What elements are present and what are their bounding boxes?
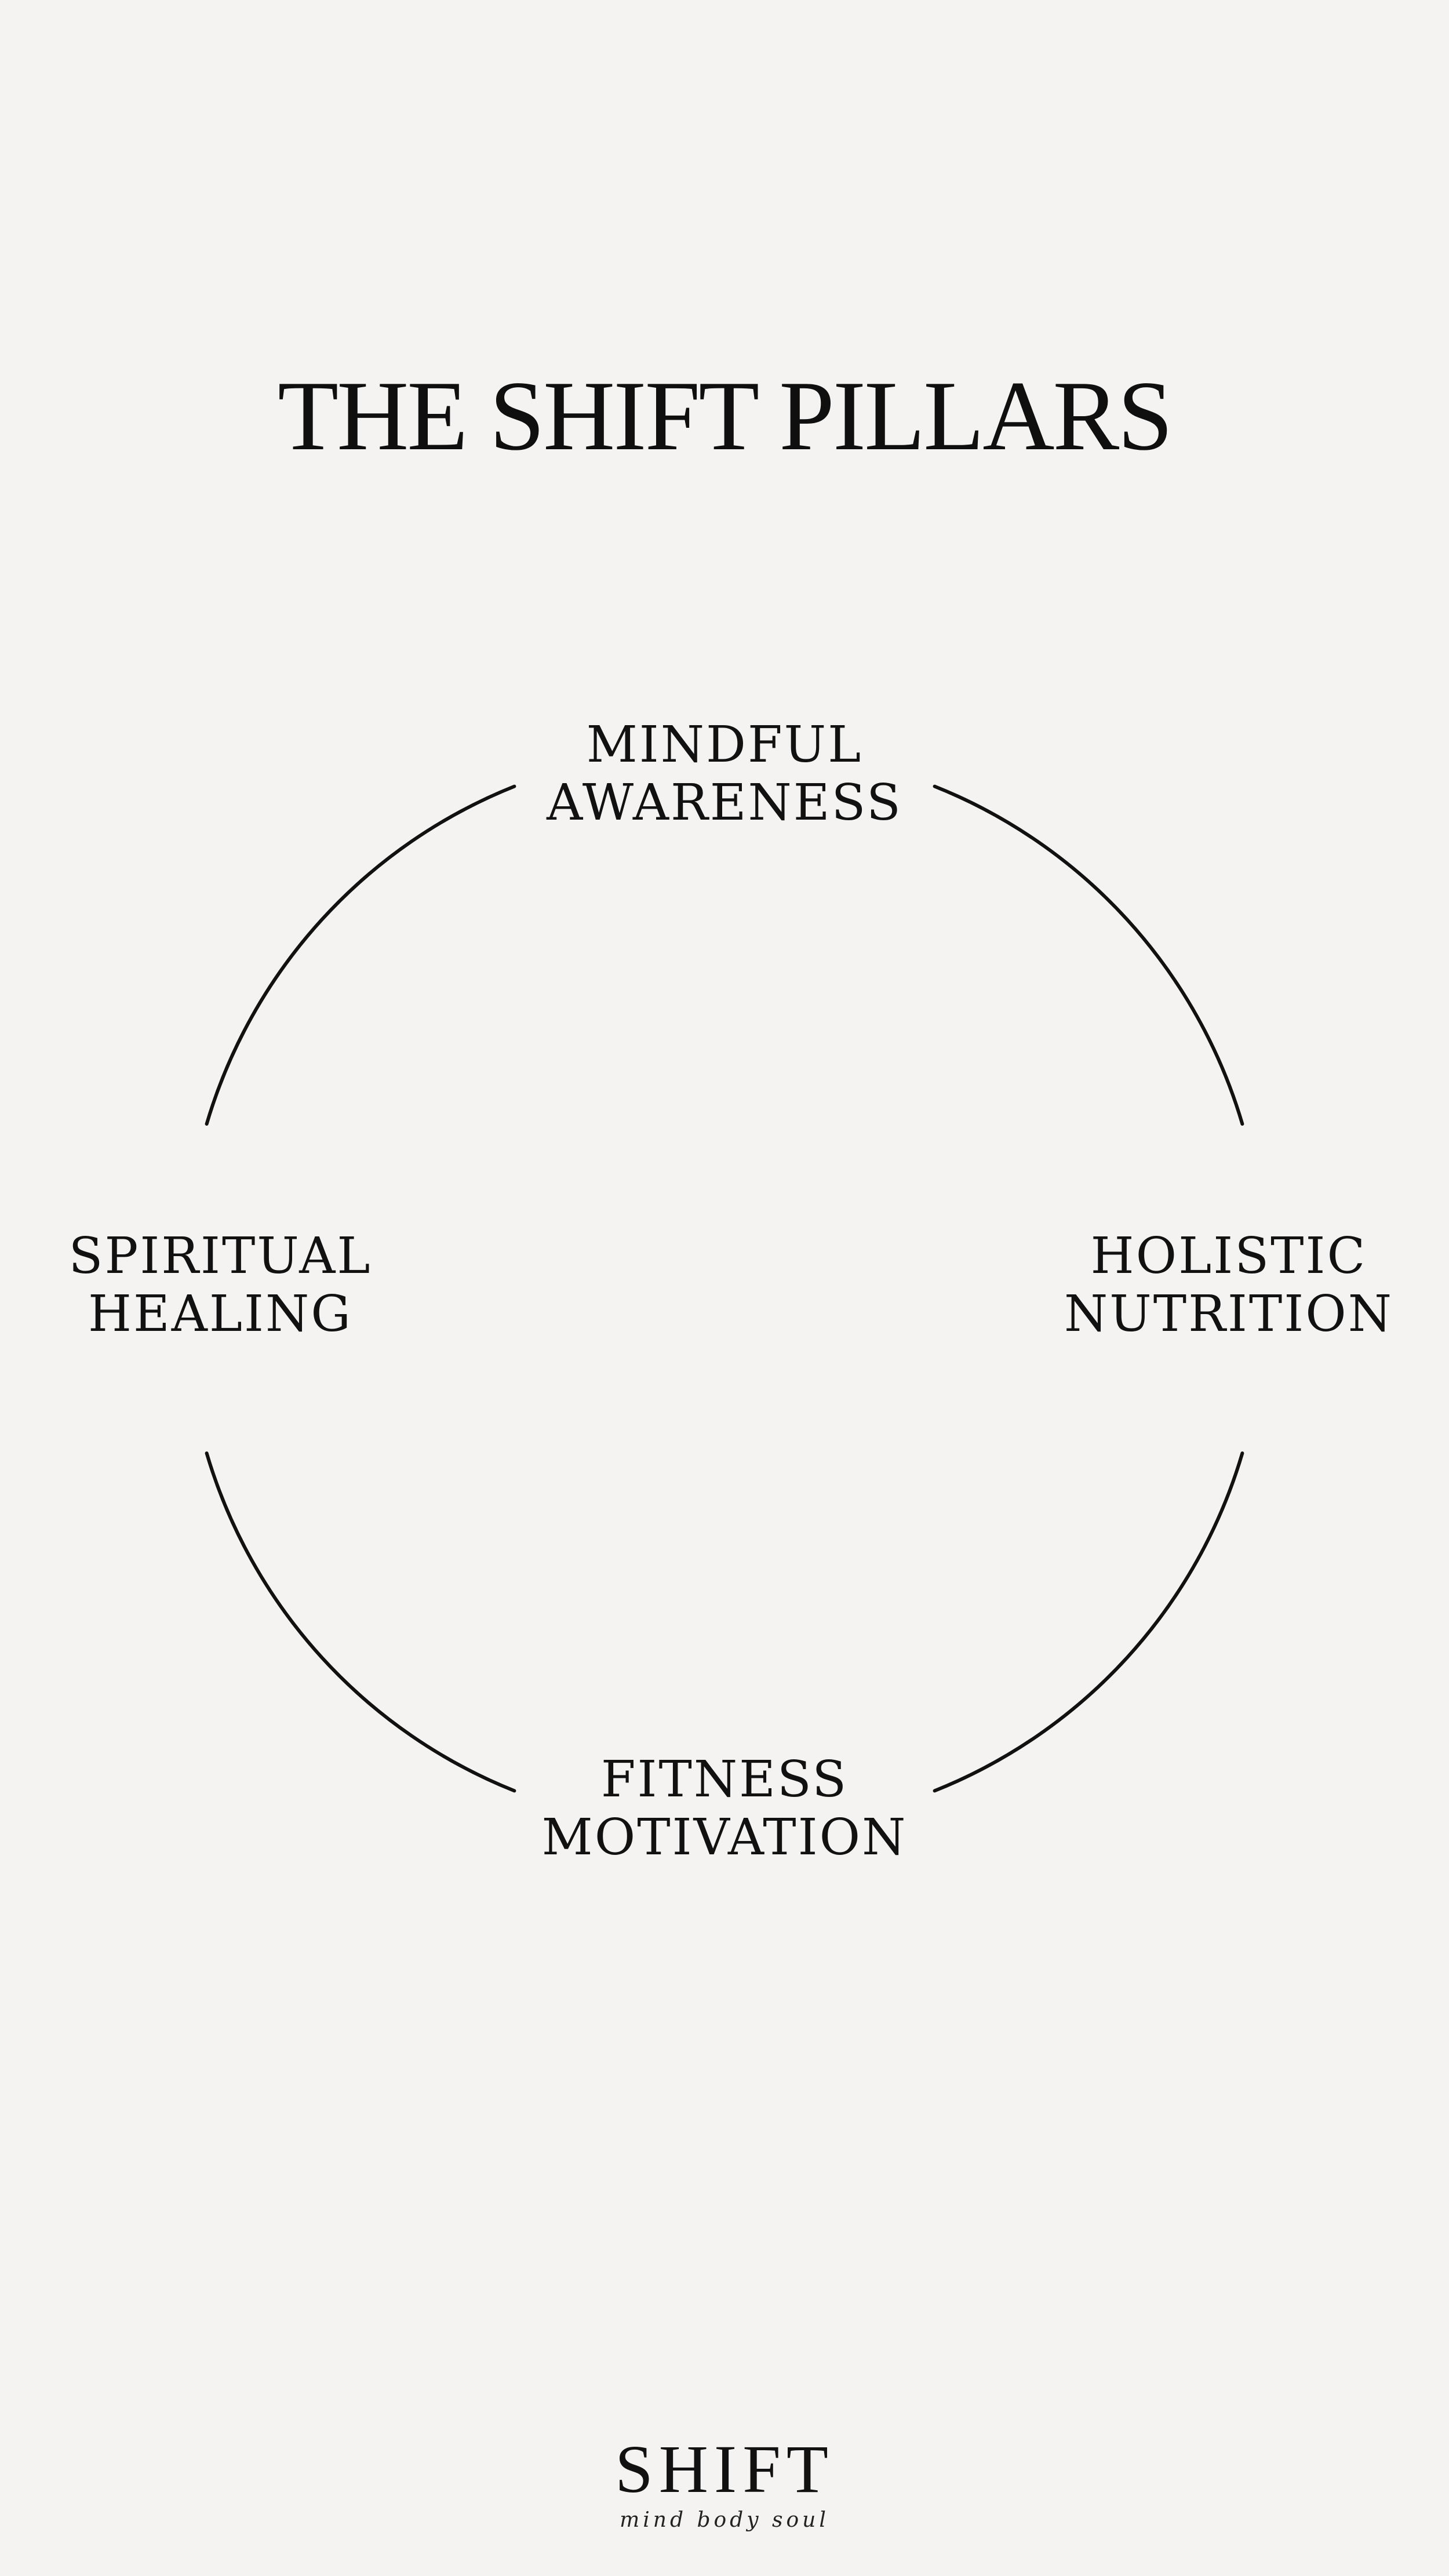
- arc-bottom-left: [205, 1451, 516, 1793]
- page-title: THE SHIFT PILLARS: [278, 361, 1173, 471]
- brand-logo: SHIFT mind body soul: [0, 2435, 1449, 2533]
- pillar-label-line2: HEALING: [88, 1285, 352, 1343]
- pillar-label-line1: FITNESS: [600, 1751, 849, 1809]
- pillar-spiritual-healing: SPIRITUAL HEALING: [0, 1227, 440, 1343]
- brand-name: SHIFT: [615, 2431, 834, 2507]
- pillar-label-line2: AWARENESS: [547, 774, 902, 832]
- arc-top-right: [933, 784, 1244, 1126]
- pillar-label-line2: NUTRITION: [1064, 1285, 1393, 1343]
- arc-bottom-right: [933, 1451, 1244, 1793]
- brand-tagline: mind body soul: [620, 2508, 829, 2532]
- pillar-label-line1: MINDFUL: [586, 716, 863, 774]
- pillar-label-line2: MOTIVATION: [541, 1809, 908, 1866]
- pillar-holistic-nutrition: HOLISTIC NUTRITION: [1009, 1227, 1449, 1343]
- pillar-label-line1: SPIRITUAL: [68, 1227, 372, 1285]
- pillar-mindful-awareness: MINDFUL AWARENESS: [493, 716, 956, 832]
- pillar-fitness-motivation: FITNESS MOTIVATION: [493, 1751, 956, 1866]
- pillar-label-line1: HOLISTIC: [1090, 1227, 1367, 1285]
- arc-top-left: [205, 784, 516, 1126]
